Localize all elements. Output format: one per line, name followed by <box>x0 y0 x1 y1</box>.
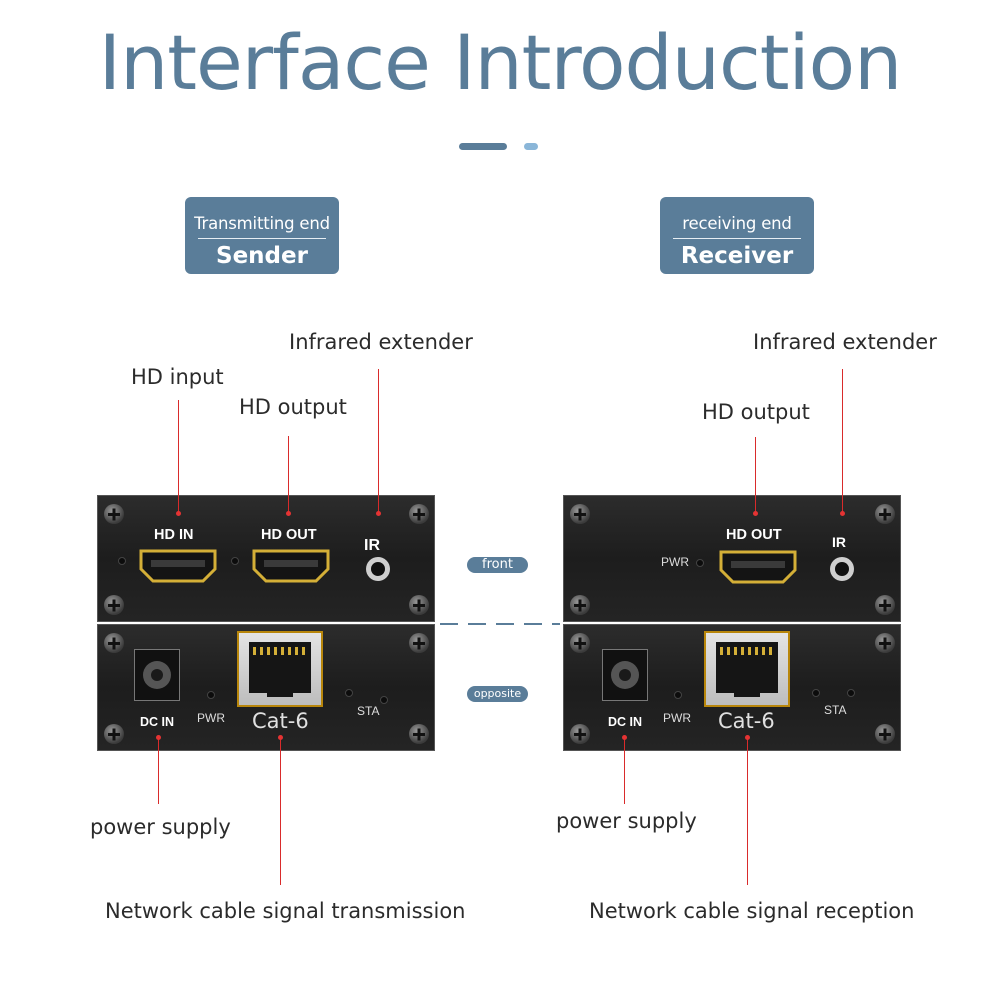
dc-jack-icon <box>602 649 648 701</box>
screw-icon <box>104 633 124 653</box>
indicator-led <box>696 559 704 567</box>
sender-back-panel: DC IN PWR Cat-6 STA <box>97 624 435 751</box>
page-title: Interface Introduction <box>98 18 903 107</box>
sender-callout-power: power supply <box>90 815 231 839</box>
leader-dot <box>745 735 750 740</box>
screw-icon <box>875 724 895 744</box>
indicator-led <box>207 691 215 699</box>
leader-dot <box>376 511 381 516</box>
ir-jack-icon <box>830 557 854 581</box>
leader-line <box>280 737 281 885</box>
screw-icon <box>875 633 895 653</box>
leader-dot <box>622 735 627 740</box>
sender-badge-subtitle: Transmitting end <box>194 214 330 233</box>
receiver-badge-subtitle: receiving end <box>682 214 792 233</box>
indicator-led <box>812 689 820 697</box>
leader-dot <box>286 511 291 516</box>
leader-dot <box>156 735 161 740</box>
sender-callout-hd-output: HD output <box>239 395 347 419</box>
receiver-badge-title: Receiver <box>680 243 794 269</box>
screw-icon <box>104 504 124 524</box>
title-divider-long <box>459 143 507 150</box>
rj45-port-icon <box>237 631 323 707</box>
receiver-cat6-label: Cat-6 <box>718 709 775 733</box>
receiver-callout-power: power supply <box>556 809 697 833</box>
receiver-front-panel: PWR HD OUT IR <box>563 495 901 622</box>
screw-icon <box>409 595 429 615</box>
panel-divider-dashed-line <box>440 623 560 625</box>
indicator-led <box>231 557 239 565</box>
receiver-badge-separator <box>673 238 801 239</box>
leader-line <box>378 369 379 513</box>
screw-icon <box>409 724 429 744</box>
screw-icon <box>409 633 429 653</box>
indicator-led <box>380 696 388 704</box>
sender-pwr-label: PWR <box>197 711 225 725</box>
screw-icon <box>570 595 590 615</box>
indicator-led <box>847 689 855 697</box>
sender-hd-out-label: HD OUT <box>261 527 317 543</box>
screw-icon <box>104 724 124 744</box>
indicator-led <box>345 689 353 697</box>
leader-dot <box>753 511 758 516</box>
opposite-tag: opposite <box>467 686 528 702</box>
screw-icon <box>875 504 895 524</box>
leader-line <box>288 436 289 513</box>
hdmi-port-icon <box>252 549 330 583</box>
screw-icon <box>409 504 429 524</box>
leader-line <box>747 737 748 885</box>
hdmi-port-icon <box>139 549 217 583</box>
leader-line <box>755 437 756 513</box>
sender-ir-label: IR <box>364 537 380 554</box>
receiver-ir-label: IR <box>832 534 846 550</box>
receiver-sta-label: STA <box>824 703 847 717</box>
leader-dot <box>176 511 181 516</box>
rj45-port-icon <box>704 631 790 707</box>
sender-hd-in-label: HD IN <box>154 527 194 543</box>
receiver-callout-hd-output: HD output <box>702 400 810 424</box>
leader-dot <box>840 511 845 516</box>
front-tag: front <box>467 557 528 573</box>
receiver-callout-infrared: Infrared extender <box>753 330 937 354</box>
sender-badge-separator <box>198 238 326 239</box>
indicator-led <box>674 691 682 699</box>
screw-icon <box>104 595 124 615</box>
leader-line <box>178 400 179 513</box>
receiver-badge: receiving end Receiver <box>660 197 814 274</box>
sender-sta-label: STA <box>357 704 380 718</box>
sender-dc-in-label: DC IN <box>140 715 175 729</box>
dc-jack-icon <box>134 649 180 701</box>
title-divider-short <box>524 143 538 150</box>
sender-cat6-label: Cat-6 <box>252 709 309 733</box>
screw-icon <box>875 595 895 615</box>
indicator-led <box>118 557 126 565</box>
receiver-pwr-back-label: PWR <box>663 711 691 725</box>
sender-badge: Transmitting end Sender <box>185 197 339 274</box>
receiver-back-panel: DC IN PWR Cat-6 STA <box>563 624 901 751</box>
sender-badge-title: Sender <box>216 243 308 269</box>
sender-callout-network: Network cable signal transmission <box>105 899 466 923</box>
receiver-hd-out-label: HD OUT <box>726 527 782 543</box>
leader-line <box>842 369 843 513</box>
receiver-dc-in-label: DC IN <box>608 715 643 729</box>
screw-icon <box>570 724 590 744</box>
screw-icon <box>570 504 590 524</box>
sender-callout-infrared: Infrared extender <box>289 330 473 354</box>
hdmi-port-icon <box>719 550 797 584</box>
sender-callout-hd-input: HD input <box>131 365 224 389</box>
leader-line <box>158 737 159 804</box>
sender-front-panel: HD IN HD OUT IR <box>97 495 435 622</box>
screw-icon <box>570 633 590 653</box>
leader-line <box>624 737 625 804</box>
leader-dot <box>278 735 283 740</box>
receiver-callout-network: Network cable signal reception <box>589 899 915 923</box>
receiver-pwr-front-label: PWR <box>661 555 689 569</box>
ir-jack-icon <box>366 557 390 581</box>
